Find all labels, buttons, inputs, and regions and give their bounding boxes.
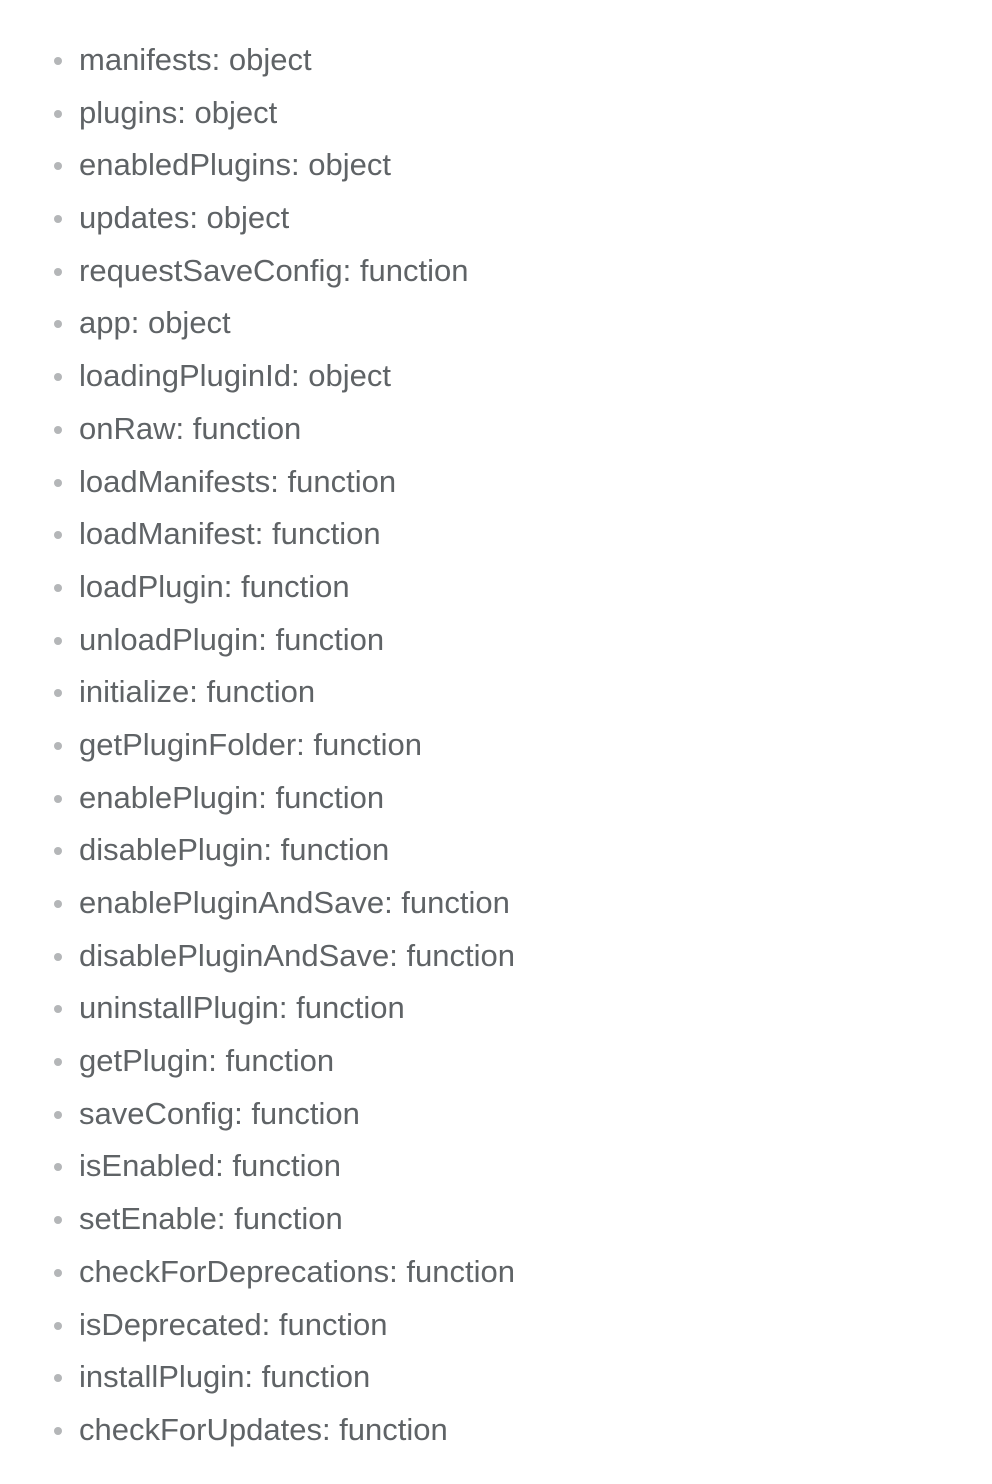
bullet-icon — [54, 531, 62, 540]
bullet-icon — [54, 952, 62, 961]
bullet-icon — [54, 1216, 62, 1225]
list-item-text: plugins: object — [79, 94, 278, 130]
list-item: loadingPluginId: object — [0, 350, 515, 403]
list-item: checkForUpdates: function — [0, 1404, 515, 1457]
bullet-icon — [54, 1374, 62, 1383]
list-item-text: onRaw: function — [79, 410, 302, 446]
list-item: disablePluginAndSave: function — [0, 930, 515, 983]
bullet-icon — [54, 847, 62, 856]
bullet-icon — [54, 794, 62, 803]
list-item-text: manifests: object — [79, 42, 312, 77]
bullet-icon — [54, 57, 62, 65]
list-item: isDeprecated: function — [0, 1299, 515, 1352]
bullet-icon — [54, 636, 62, 645]
list-item: updates: object — [0, 192, 515, 245]
list-item-text: isDeprecated: function — [79, 1306, 388, 1342]
list-item-text: unloadPlugin: function — [79, 621, 385, 657]
list-item-text: saveConfig: function — [79, 1095, 360, 1131]
list-item-text: checkForDeprecations: function — [79, 1253, 515, 1289]
list-item: plugins: object — [0, 87, 515, 140]
list-item: enabledPlugins: object — [0, 139, 515, 192]
bullet-icon — [54, 1005, 62, 1014]
list-item-text: disablePluginAndSave: function — [79, 937, 516, 973]
bullet-icon — [54, 900, 62, 908]
list-item-text: isEnabled: function — [79, 1148, 341, 1184]
list-item: unloadPlugin: function — [0, 614, 515, 667]
bullet-icon — [54, 689, 62, 698]
list-item-text: enablePlugin: function — [79, 779, 385, 815]
list-item: disablePlugin: function — [0, 824, 515, 877]
list-item: manifests: object — [0, 34, 515, 87]
list-item-text: enablePluginAndSave: function — [79, 885, 510, 920]
list-item-text: installPlugin: function — [79, 1359, 371, 1395]
list-item-text: updates: object — [79, 200, 290, 236]
bullet-icon — [54, 162, 62, 171]
list-item: enablePluginAndSave: function — [0, 877, 515, 930]
property-list: manifests: object plugins: object enabledP… — [0, 34, 515, 1457]
list-item-text: getPlugin: function — [79, 1043, 335, 1079]
list-item: initialize: function — [0, 666, 515, 719]
list-item-text: uninstallPlugin: function — [79, 990, 405, 1026]
bullet-icon — [54, 1426, 62, 1435]
bullet-icon — [54, 478, 62, 487]
list-item-text: getPluginFolder: function — [79, 726, 422, 762]
list-item-text: requestSaveConfig: function — [79, 252, 469, 288]
list-item-text: loadingPluginId: object — [79, 358, 391, 394]
list-item: installPlugin: function — [0, 1351, 515, 1404]
list-item: getPlugin: function — [0, 1035, 515, 1088]
list-item: saveConfig: function — [0, 1088, 515, 1141]
list-item: isEnabled: function — [0, 1140, 515, 1193]
list-item-text: loadManifests: function — [79, 463, 397, 499]
bullet-icon — [54, 741, 62, 750]
bullet-icon — [54, 320, 62, 329]
bullet-icon — [54, 1268, 62, 1277]
list-item: requestSaveConfig: function — [0, 245, 515, 298]
bullet-icon — [54, 109, 62, 118]
list-item-text: checkForUpdates: function — [79, 1411, 448, 1447]
list-item-text: app: object — [79, 305, 231, 341]
bullet-icon — [54, 373, 62, 382]
bullet-icon — [54, 267, 62, 276]
list-item-text: setEnable: function — [79, 1201, 343, 1237]
list-item: enablePlugin: function — [0, 772, 515, 825]
list-item: loadPlugin: function — [0, 561, 515, 614]
bullet-icon — [54, 425, 62, 434]
bullet-icon — [54, 1163, 62, 1172]
list-item: setEnable: function — [0, 1193, 515, 1246]
list-item: uninstallPlugin: function — [0, 982, 515, 1035]
list-item-text: loadPlugin: function — [79, 568, 350, 604]
bullet-icon — [54, 1110, 62, 1119]
list-item-text: disablePlugin: function — [79, 832, 390, 868]
bullet-icon — [54, 1321, 62, 1330]
list-item: checkForDeprecations: function — [0, 1246, 515, 1299]
bullet-icon — [54, 1058, 62, 1067]
list-item-text: loadManifest: function — [79, 516, 381, 552]
list-item-text: initialize: function — [79, 674, 316, 710]
list-item-text: enabledPlugins: object — [79, 147, 391, 183]
list-item: onRaw: function — [0, 403, 515, 456]
bullet-icon — [54, 215, 62, 224]
list-item: getPluginFolder: function — [0, 719, 515, 772]
list-item: loadManifests: function — [0, 456, 515, 509]
list-item: loadManifest: function — [0, 508, 515, 561]
list-item: app: object — [0, 297, 515, 350]
bullet-icon — [54, 583, 62, 592]
